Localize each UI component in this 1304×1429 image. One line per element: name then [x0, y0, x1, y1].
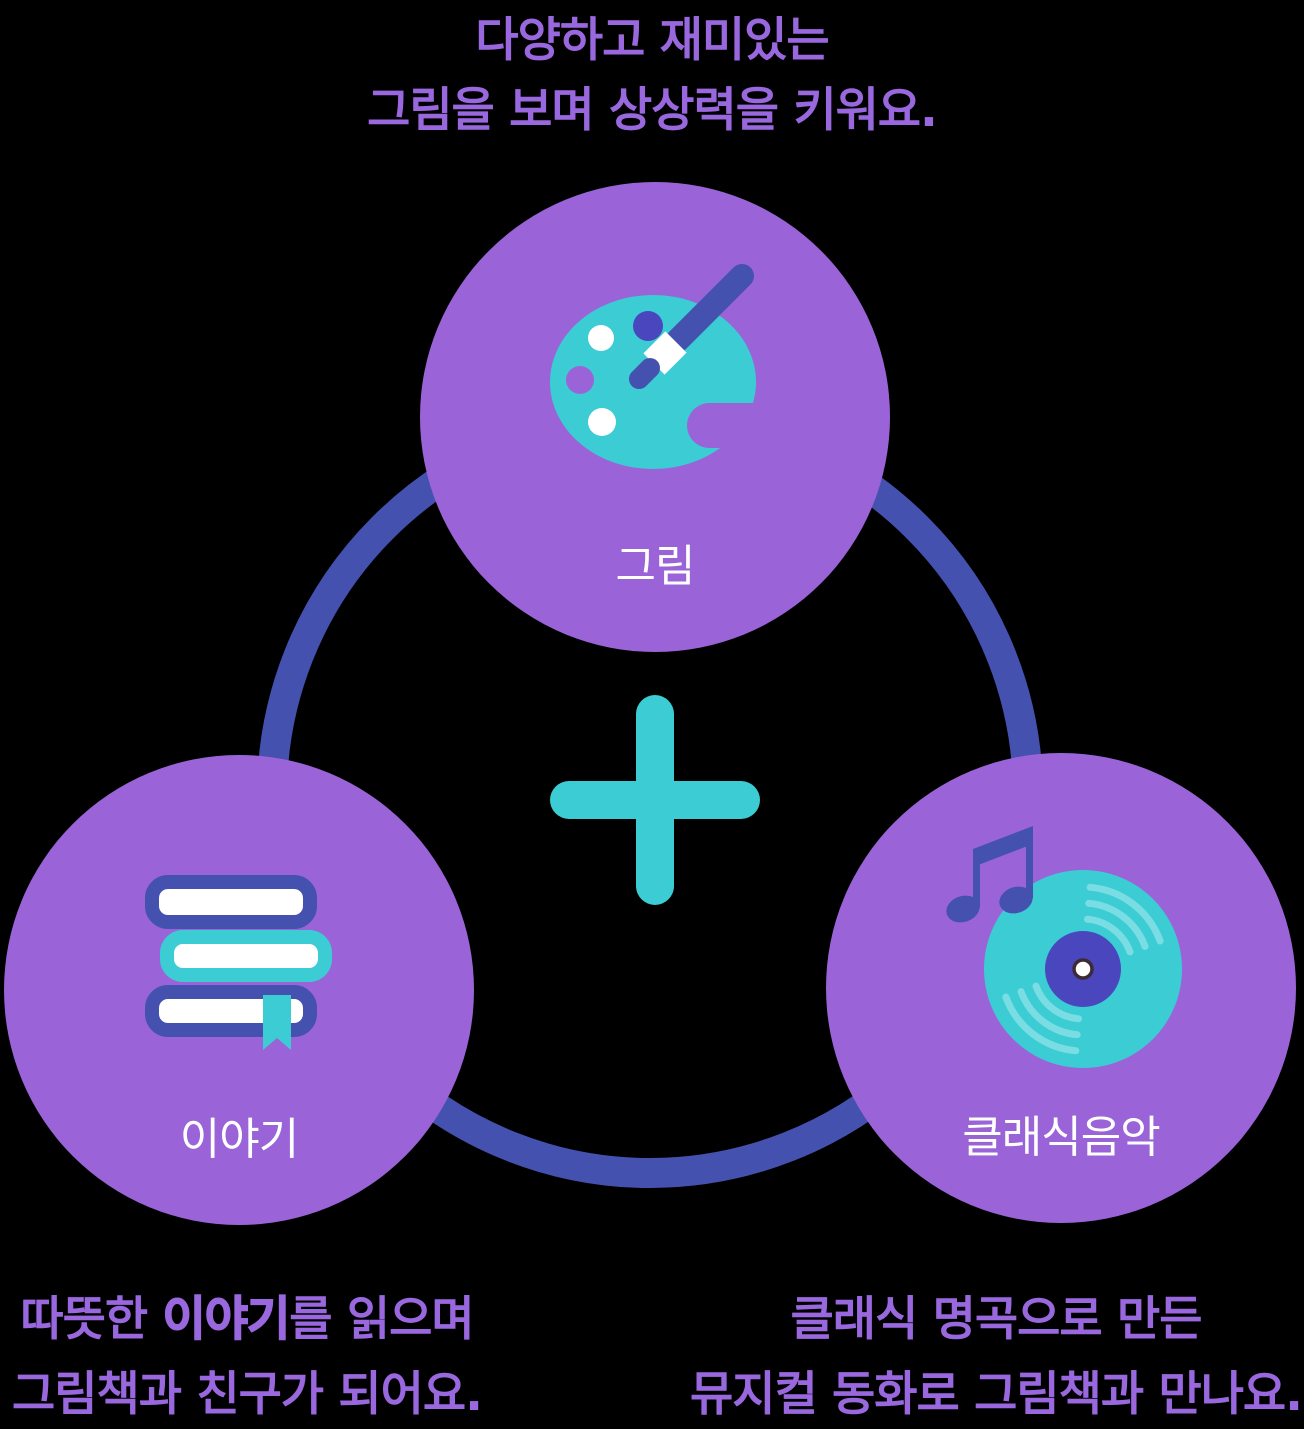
caption-story-line-1: 따뜻한 이야기를 읽으며 — [0, 1282, 494, 1357]
caption-story-line1-suffix: 를 읽으며 — [289, 1292, 474, 1347]
heading-line-1: 다양하고 재미있는 — [475, 13, 829, 68]
caption-music-line-2: 뮤지컬 동화로 그림책과 만나요. — [689, 1367, 1303, 1422]
plus-horizontal-bar — [550, 781, 760, 819]
caption-story: 따뜻한 이야기를 읽으며 그림책과 친구가 되어요. — [0, 1282, 494, 1429]
plus-icon — [550, 695, 760, 905]
node-circle-music: 클래식음악 — [826, 753, 1296, 1223]
record-grooves — [1002, 883, 1164, 1055]
heading-text: 다양하고 재미있는 그림을 보며 상상력을 키워요. — [0, 6, 1304, 146]
caption-story-line-2: 그림책과 친구가 되어요. — [12, 1367, 483, 1422]
heading-line-2: 그림을 보며 상상력을 키워요. — [367, 83, 938, 138]
node-label-music: 클래식음악 — [962, 1112, 1160, 1163]
palette-icon — [550, 264, 827, 469]
node-label-art: 그림 — [615, 541, 696, 592]
caption-music-line-1: 클래식 명곡으로 만든 — [790, 1292, 1203, 1347]
node-label-story: 이야기 — [179, 1114, 299, 1165]
bookmark-icon — [263, 995, 291, 1050]
books-icon — [145, 875, 332, 1050]
paintbrush-icon — [629, 264, 754, 389]
music-note-icon — [946, 826, 1033, 923]
node-circle-art: 그림 — [420, 182, 890, 652]
vinyl-record-icon — [946, 826, 1182, 1068]
caption-story-line1-prefix: 따뜻한 — [20, 1292, 163, 1347]
caption-music: 클래식 명곡으로 만든 뮤지컬 동화로 그림책과 만나요. — [688, 1282, 1304, 1429]
node-circle-story: 이야기 — [4, 755, 474, 1225]
caption-story-line1-emphasis: 이야기 — [162, 1291, 291, 1348]
